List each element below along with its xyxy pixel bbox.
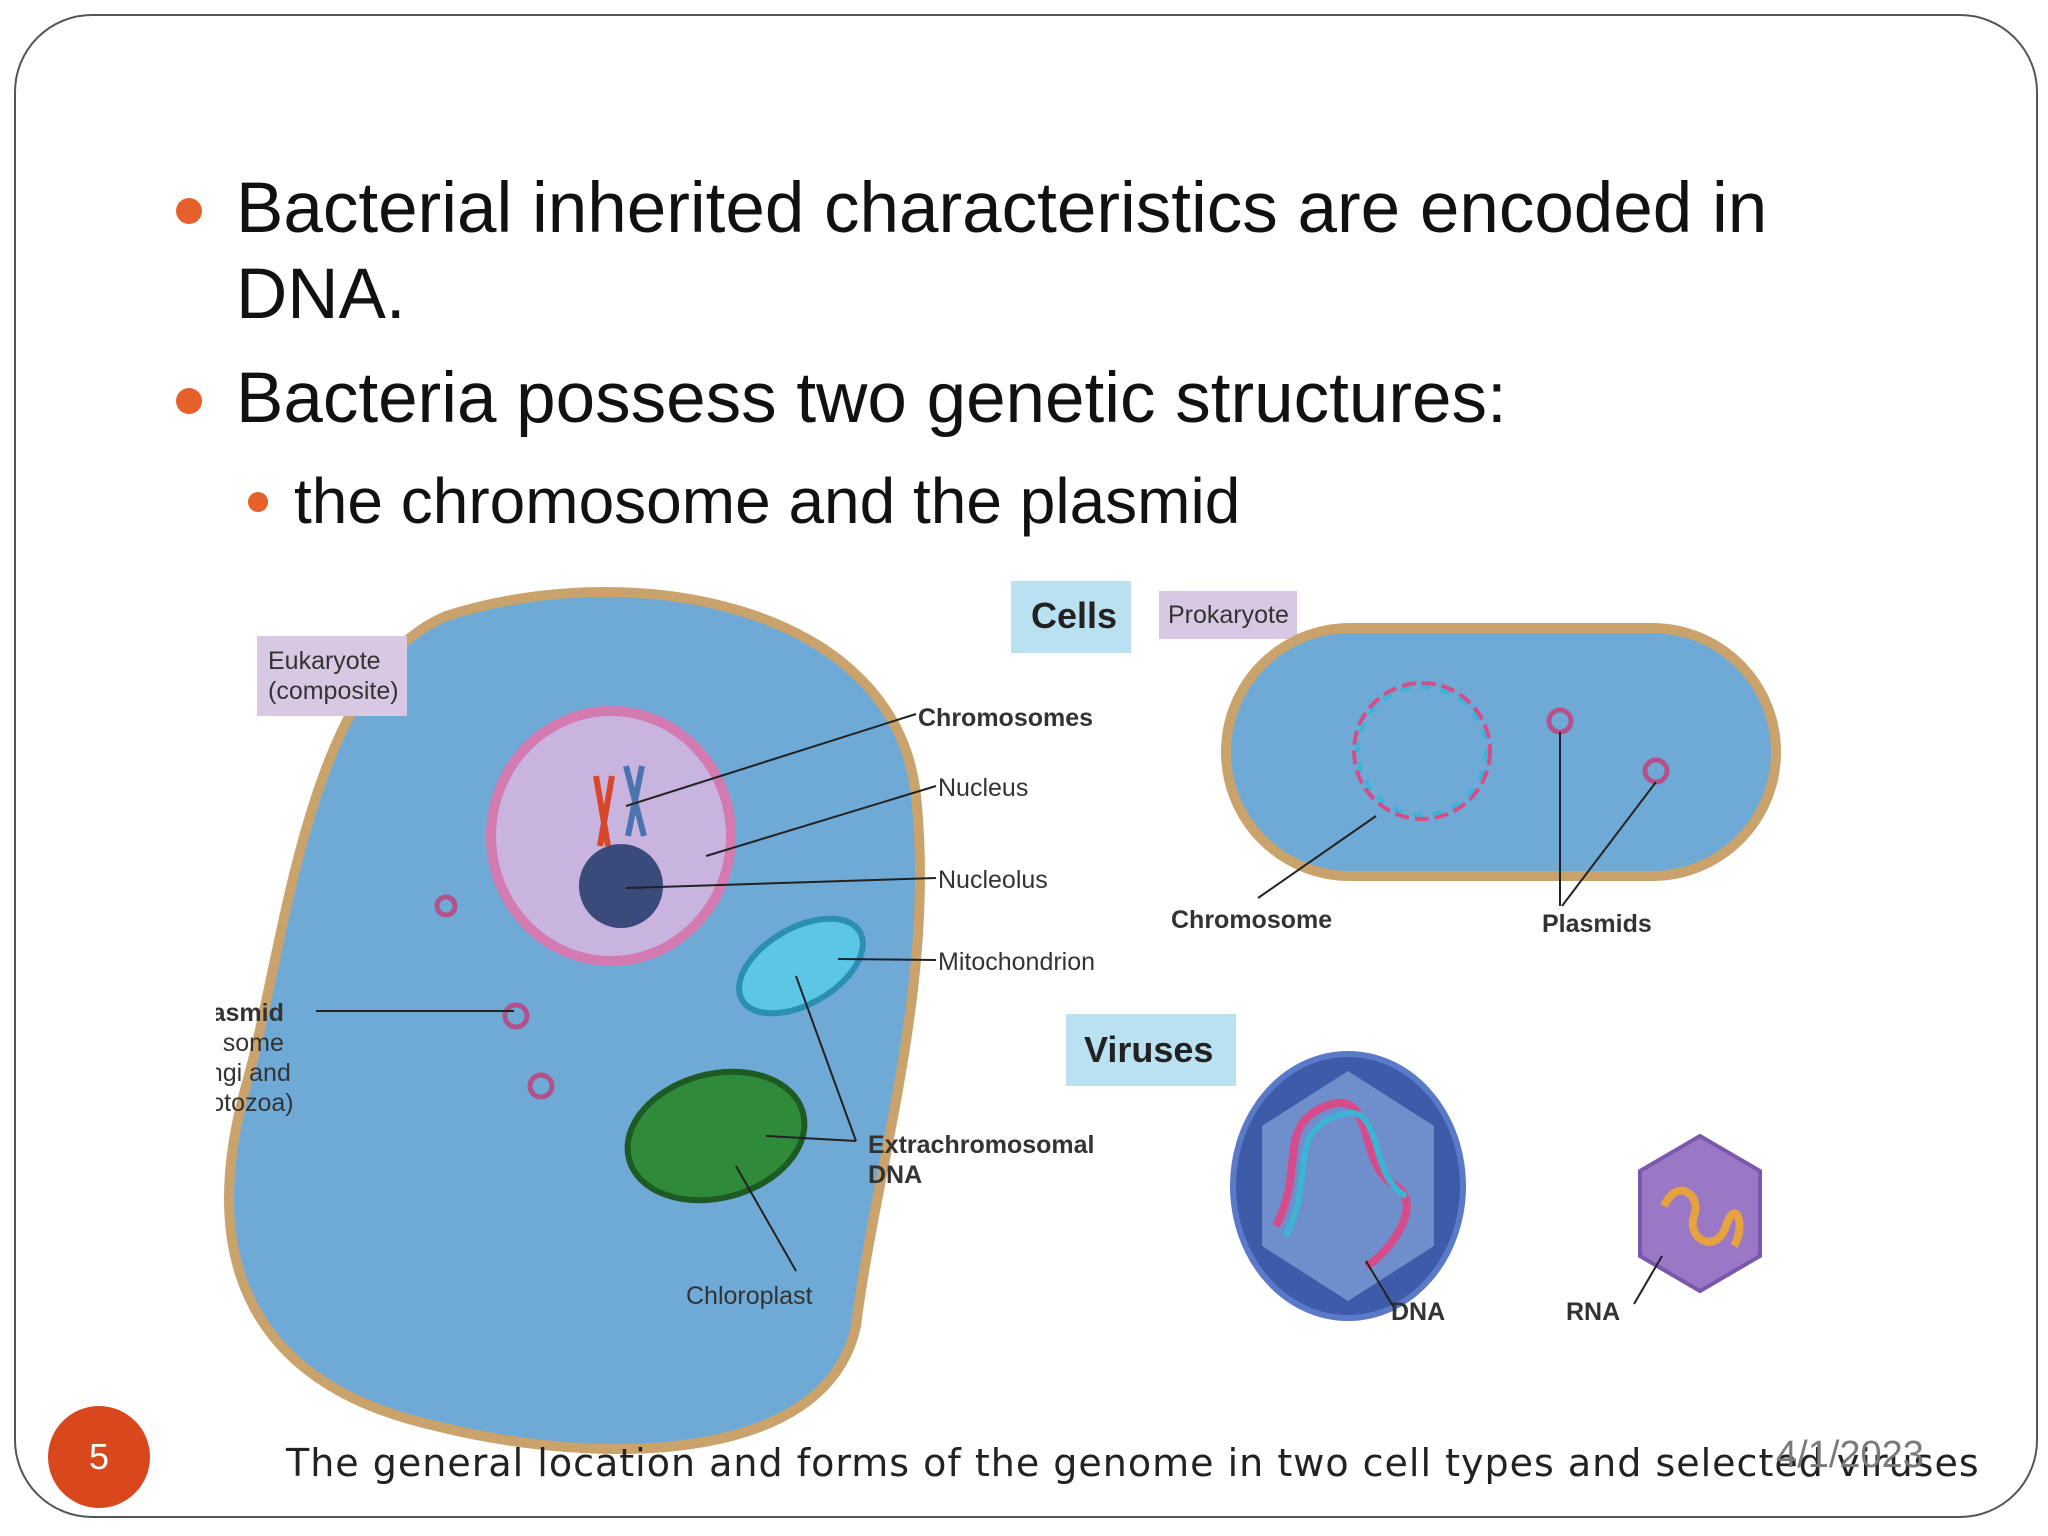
bacterial-chromosome-shape — [1352, 681, 1492, 821]
prokaryote-cell — [1221, 623, 1781, 881]
label-nucleolus: Nucleolus — [938, 866, 1048, 894]
chloroplast-shape — [624, 1068, 808, 1204]
eukaryote-cell — [224, 587, 925, 1454]
label-plasmid-note-1: (in some — [216, 1029, 284, 1057]
viral-rna-strand — [1660, 1186, 1744, 1249]
figure-caption: The general location and forms of the ge… — [286, 1441, 1980, 1485]
genome-diagram: Eukaryote (composite) Chromosomes Nucleu… — [188, 581, 1781, 1454]
slide: Bacterial inherited characteristics are … — [14, 14, 2038, 1518]
cells-title-bg — [1011, 581, 1131, 653]
label-nucleus: Nucleus — [938, 774, 1028, 802]
viruses-title: Viruses — [1084, 1029, 1213, 1070]
sub-bullet-item: the chromosome and the plasmid — [166, 460, 1946, 542]
page-number-badge: 5 — [48, 1406, 150, 1508]
mitochondrion-shape — [736, 915, 866, 1017]
chromosome-shape-2 — [623, 765, 647, 837]
nucleus-shape — [486, 706, 736, 966]
prokaryote-tag-bg — [1159, 591, 1297, 639]
eukaryote-leader-lines — [316, 713, 937, 1272]
viruses-title-bg — [1066, 1014, 1236, 1086]
label-plasmid: Plasmid — [216, 999, 284, 1027]
label-rna: RNA — [1566, 1298, 1620, 1326]
sub-bullet-text: the chromosome and the plasmid — [294, 465, 1241, 537]
bullet-item: Bacterial inherited characteristics are … — [166, 166, 1946, 338]
label-chromosome: Chromosome — [1171, 906, 1332, 934]
plasmid-shape — [502, 1002, 530, 1030]
label-plasmid-note-2: fungi and — [216, 1059, 291, 1087]
bullet-dot — [176, 388, 202, 414]
genome-figure: Eukaryote (composite) Chromosomes Nucleu… — [188, 566, 1816, 1486]
slide-date: 4/1/2023 — [1776, 1434, 1924, 1476]
label-extrachromosomal-2: DNA — [868, 1161, 922, 1189]
rna-virus-capsid — [1638, 1133, 1762, 1294]
eukaryote-tag-line1: Eukaryote — [268, 647, 381, 675]
plasmid-shape — [527, 1072, 555, 1100]
label-chloroplast: Chloroplast — [686, 1282, 813, 1310]
bullet-list: Bacterial inherited characteristics are … — [166, 166, 1946, 542]
plasmid-shape — [434, 894, 458, 918]
prokaryote-tag: Prokaryote — [1168, 601, 1289, 629]
viral-dna-strand-2 — [1283, 1110, 1408, 1238]
cells-title: Cells — [1031, 595, 1117, 636]
viral-dna-strand — [1272, 1099, 1411, 1270]
label-dna: DNA — [1391, 1298, 1445, 1326]
label-chromosomes: Chromosomes — [918, 704, 1093, 732]
eukaryote-tag-bg — [257, 636, 407, 716]
prokaryote-leader-lines — [1257, 732, 1657, 907]
label-mitochondrion: Mitochondrion — [938, 948, 1095, 976]
virus-leader-lines — [1365, 1255, 1663, 1312]
bacterial-chromosome-strand — [1356, 685, 1488, 817]
chromosome-shape — [593, 775, 615, 847]
bullet-dot — [248, 492, 268, 512]
nucleolus-shape — [579, 844, 663, 928]
bullet-item: Bacteria possess two genetic structures: — [166, 356, 1946, 442]
bullet-text: Bacterial inherited characteristics are … — [236, 169, 1768, 334]
bullet-text: Bacteria possess two genetic structures: — [236, 359, 1507, 438]
label-plasmid-note-3: protozoa) — [216, 1089, 294, 1117]
eukaryote-tag-line2: (composite) — [268, 677, 399, 705]
label-extrachromosomal-1: Extrachromosomal — [868, 1131, 1094, 1159]
label-plasmids: Plasmids — [1542, 910, 1652, 938]
bullet-dot — [176, 198, 202, 224]
